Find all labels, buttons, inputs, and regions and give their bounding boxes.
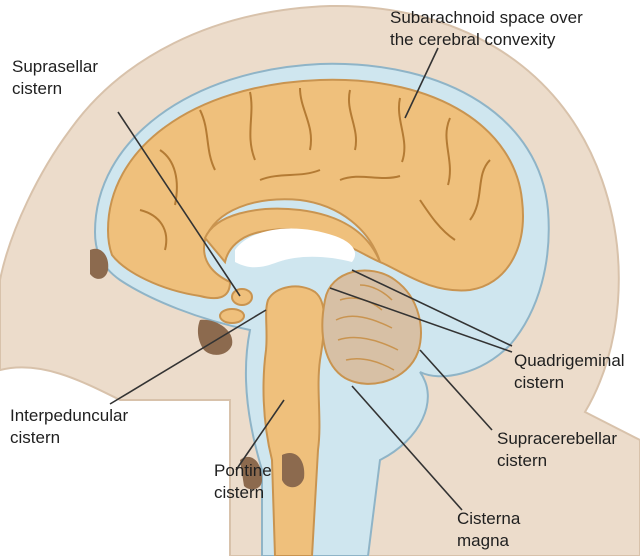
leader-interpeduncular <box>109 309 267 405</box>
optic-chiasm <box>219 308 245 324</box>
leader-quadrigeminal-1 <box>351 269 513 347</box>
leader-subarachnoid <box>404 47 439 119</box>
brainstem <box>262 285 326 556</box>
frontal-sinus <box>90 248 109 279</box>
leader-quadrigeminal-2 <box>329 287 513 353</box>
label-suprasellar-cistern: Suprasellar cistern <box>12 57 98 98</box>
label-subarachnoid-space: Subarachnoid space over the cerebral con… <box>390 8 583 49</box>
corpus-callosum <box>203 207 382 265</box>
ventricle <box>235 228 356 268</box>
leader-supracerebellar <box>419 349 493 431</box>
leader-pontine <box>235 399 285 471</box>
pituitary-region <box>231 288 253 306</box>
label-quadrigeminal-cistern: Quadrigeminal cistern <box>514 351 625 392</box>
label-cisterna-magna: Cisterna magna <box>457 509 521 550</box>
label-pontine-cistern: Pontine cistern <box>214 461 272 502</box>
label-interpeduncular-cistern: Interpeduncular cistern <box>10 406 129 447</box>
leader-suprasellar <box>117 111 241 297</box>
label-supracerebellar-cistern: Supracerebellar cistern <box>497 429 618 470</box>
cerebral-sulci <box>139 87 491 251</box>
vertebra-left <box>240 456 262 490</box>
leader-lines <box>109 47 513 511</box>
vertebra-right <box>282 452 305 488</box>
leader-cisterna-magna <box>351 385 463 511</box>
